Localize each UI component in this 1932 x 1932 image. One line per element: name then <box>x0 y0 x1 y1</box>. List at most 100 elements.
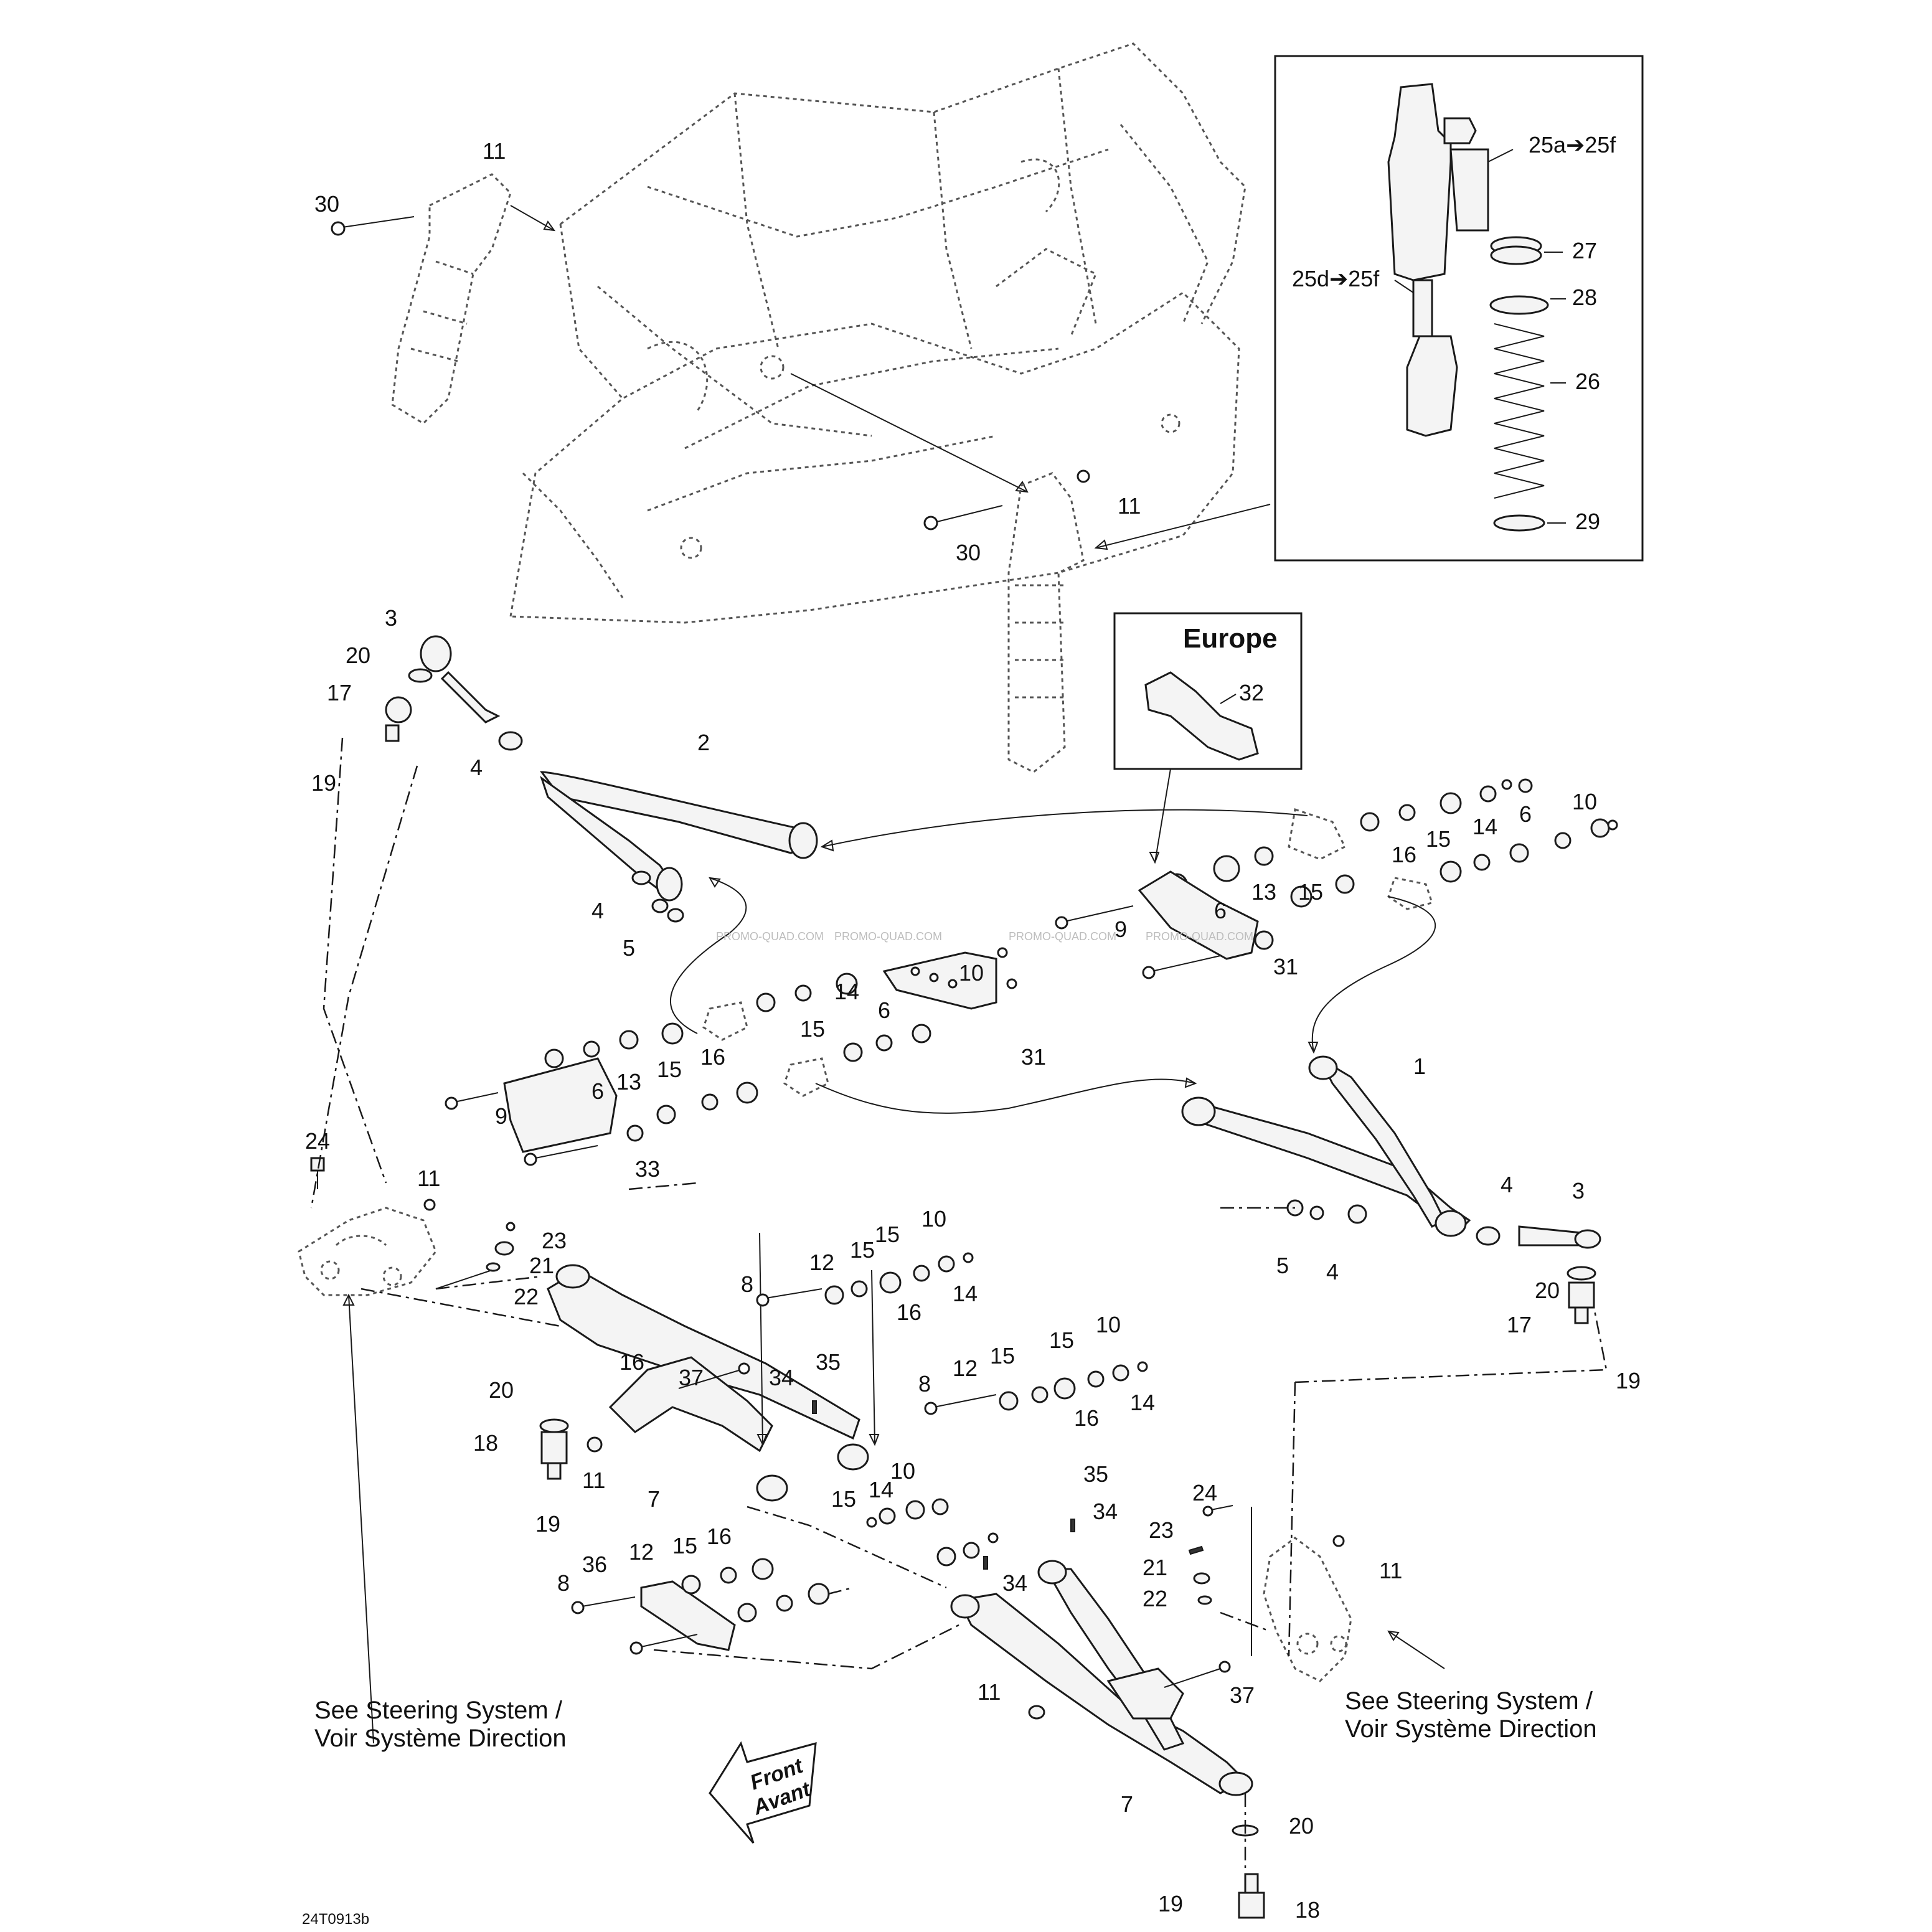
callout-1: 1 <box>1413 1053 1426 1079</box>
callout-19: 19 <box>1616 1368 1641 1393</box>
callout-11: 11 <box>1379 1558 1402 1583</box>
callout-15: 15 <box>800 1016 825 1042</box>
callout-20: 20 <box>1289 1813 1314 1839</box>
callout-6: 6 <box>1214 898 1227 923</box>
callout-34: 34 <box>769 1365 794 1390</box>
see-steering-right-line2: Voir Système Direction <box>1345 1715 1597 1743</box>
callout-15: 15 <box>1426 826 1451 852</box>
callout-25a-25f: 25a➔25f <box>1529 132 1616 158</box>
vehicle-frame <box>509 42 1246 624</box>
callout-labels: 11 30 25a➔25f 27 28 25d➔25f 26 29 11 30 … <box>302 132 1641 1928</box>
rear-shock-upper <box>331 173 556 425</box>
callout-26: 26 <box>1575 369 1600 394</box>
callout-34: 34 <box>1093 1499 1118 1524</box>
callout-18: 18 <box>473 1430 498 1456</box>
callout-10: 10 <box>1572 789 1597 814</box>
callout-34: 34 <box>1002 1570 1027 1596</box>
europe-inset <box>1113 612 1303 864</box>
callout-8: 8 <box>557 1570 570 1596</box>
callout-16: 16 <box>1392 842 1416 867</box>
callout-20: 20 <box>489 1377 514 1403</box>
callout-15: 15 <box>831 1486 856 1512</box>
callout-37: 37 <box>1230 1682 1255 1708</box>
callout-15: 15 <box>1049 1327 1074 1353</box>
callout-4: 4 <box>470 755 483 780</box>
callout-19: 19 <box>1158 1891 1183 1916</box>
front-shock-center <box>923 469 1271 773</box>
callout-6: 6 <box>1519 801 1532 827</box>
callout-3: 3 <box>385 605 397 631</box>
watermark: PROMO-QUAD.COM <box>1146 930 1253 943</box>
callout-28: 28 <box>1572 285 1597 310</box>
watermark: PROMO-QUAD.COM <box>716 930 824 943</box>
callout-9: 9 <box>495 1103 507 1129</box>
callout-24: 24 <box>1192 1480 1217 1506</box>
callout-20: 20 <box>1535 1278 1560 1303</box>
callout-30: 30 <box>314 191 339 217</box>
callout-23: 23 <box>1149 1517 1174 1543</box>
callout-35: 35 <box>816 1349 841 1375</box>
callout-12: 12 <box>953 1355 978 1381</box>
callout-6: 6 <box>878 997 890 1023</box>
callout-6: 6 <box>591 1078 604 1104</box>
callout-4: 4 <box>1501 1172 1513 1197</box>
callout-19: 19 <box>311 770 336 796</box>
callout-24: 24 <box>305 1128 330 1154</box>
callout-33: 33 <box>635 1156 660 1182</box>
europe-label: Europe <box>1183 623 1278 654</box>
callout-16: 16 <box>1074 1405 1099 1431</box>
see-steering-left-line2: Voir Système Direction <box>314 1725 567 1752</box>
callout-15: 15 <box>672 1533 697 1558</box>
leader-lines <box>323 737 1295 1670</box>
callout-16: 16 <box>707 1524 732 1549</box>
lower-bracket-36 <box>571 1558 854 1655</box>
callout-11: 11 <box>582 1468 605 1493</box>
callout-3: 3 <box>1572 1178 1585 1204</box>
front-arrow <box>709 1741 817 1844</box>
callout-21: 21 <box>1143 1555 1167 1580</box>
callout-16: 16 <box>700 1044 725 1070</box>
bushing-row-upper-right <box>1055 778 1618 1054</box>
callout-12: 12 <box>629 1539 654 1565</box>
callout-22: 22 <box>1143 1586 1167 1611</box>
callout-22: 22 <box>514 1284 539 1309</box>
callout-27: 27 <box>1572 238 1597 263</box>
callout-11: 11 <box>483 138 506 164</box>
callout-21: 21 <box>529 1253 554 1278</box>
callout-32: 32 <box>1239 680 1264 705</box>
callout-16: 16 <box>620 1349 644 1375</box>
callout-14: 14 <box>1130 1390 1155 1415</box>
callout-25d-25f: 25d➔25f <box>1292 266 1380 291</box>
callout-15: 15 <box>657 1057 682 1082</box>
callout-31: 31 <box>1273 954 1298 979</box>
bushing-row-middle-left <box>445 947 1197 1166</box>
callout-16: 16 <box>897 1299 921 1325</box>
callout-5: 5 <box>1276 1253 1289 1278</box>
callout-5: 5 <box>623 935 635 961</box>
callout-14: 14 <box>834 979 859 1004</box>
callout-15: 15 <box>1298 879 1323 905</box>
callout-15: 15 <box>990 1343 1015 1369</box>
callout-11: 11 <box>978 1679 1001 1705</box>
lower-a-arm-left <box>539 1232 880 1502</box>
callout-12: 12 <box>809 1250 834 1275</box>
callout-37: 37 <box>679 1365 704 1390</box>
callout-4: 4 <box>1326 1259 1339 1284</box>
callout-14: 14 <box>953 1281 978 1306</box>
callout-20: 20 <box>346 643 370 668</box>
callout-15: 15 <box>875 1222 900 1247</box>
callout-17: 17 <box>1507 1312 1532 1337</box>
callout-15: 15 <box>850 1237 875 1263</box>
upper-a-arm-left <box>385 635 1308 1034</box>
lower-a-arm-right <box>950 1519 1265 1919</box>
callout-10: 10 <box>959 960 984 986</box>
callout-35: 35 <box>1083 1461 1108 1487</box>
callout-14: 14 <box>1473 814 1497 839</box>
callout-10: 10 <box>890 1458 915 1484</box>
callout-7: 7 <box>648 1486 660 1512</box>
see-steering-right-line1: See Steering System / <box>1345 1687 1593 1715</box>
left-steering-knuckle <box>298 765 561 1744</box>
callout-11: 11 <box>417 1166 440 1191</box>
callout-14: 14 <box>869 1477 893 1502</box>
